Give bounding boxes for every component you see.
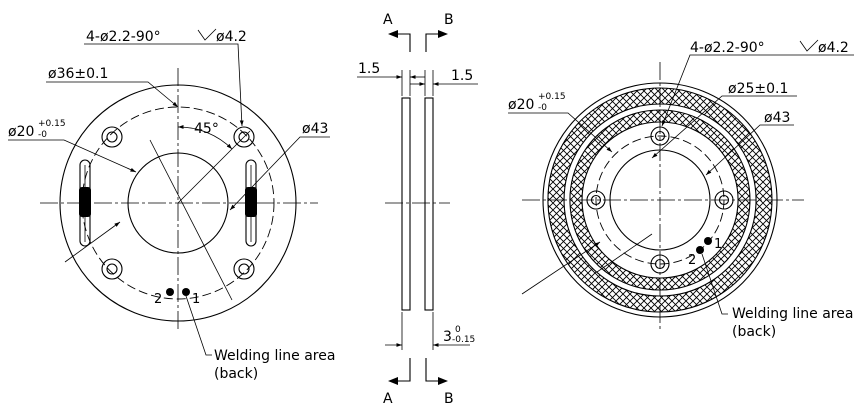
right-weld-point-2 xyxy=(696,246,704,254)
left-d20-upper-tol: +0.15 xyxy=(38,119,66,129)
left-d20-leader xyxy=(8,139,137,173)
right-holes-leader xyxy=(661,54,854,127)
section-arrow-b-top xyxy=(425,33,443,52)
left-slot-right xyxy=(245,159,257,247)
left-point-1-label: 1 xyxy=(192,292,200,307)
right-holes-csk-label: ø4.2 xyxy=(818,40,849,56)
left-hole-bottom-right xyxy=(233,258,255,280)
section-label-b-top: B xyxy=(444,12,454,28)
right-weld-point-1 xyxy=(704,237,712,245)
left-weld-point-2 xyxy=(166,288,174,296)
right-holes-label: 4-ø2.2-90° xyxy=(690,40,765,56)
left-d20-label: ø20 xyxy=(8,124,34,140)
dim-3-upper-tol: 0 xyxy=(455,325,461,335)
left-diagonal-line xyxy=(149,139,233,301)
left-slot-left xyxy=(79,159,91,247)
right-d25-leader xyxy=(651,95,797,159)
left-hole-bottom-left xyxy=(101,258,123,280)
right-weld-leader xyxy=(701,253,728,315)
left-d43-leader-lower xyxy=(64,221,121,263)
left-d43-leader xyxy=(229,136,330,211)
right-d20-leader xyxy=(508,112,613,153)
right-d43-leader xyxy=(705,124,794,176)
right-d43-label: ø43 xyxy=(764,110,790,126)
right-point-2-label: 2 xyxy=(688,253,696,268)
left-holes-label: 4-ø2.2-90° xyxy=(86,29,161,45)
left-hole-top-left xyxy=(101,126,123,148)
left-inner-circle xyxy=(127,152,229,254)
right-hole-left xyxy=(586,190,606,210)
dim-1-5-right: 1.5 xyxy=(451,68,473,84)
right-d20-upper-tol: +0.15 xyxy=(538,92,566,102)
section-plate-right xyxy=(424,97,434,311)
right-d20-label: ø20 xyxy=(508,97,534,113)
left-d36-leader xyxy=(46,81,179,108)
section-label-b-bottom: B xyxy=(444,391,454,407)
left-angle-label: 45° xyxy=(194,121,219,137)
right-d20-lower-tol: -0 xyxy=(538,103,547,113)
left-holes-csk-label: ø4.2 xyxy=(216,29,247,45)
right-bolt-circle xyxy=(595,135,725,265)
right-hole-right xyxy=(714,190,734,210)
right-weld-label-line2: (back) xyxy=(732,324,776,340)
left-outer-circle xyxy=(59,84,297,322)
left-d36-label: ø36±0.1 xyxy=(48,66,108,82)
right-weld-label-line1: Welding line area xyxy=(732,306,853,322)
left-weld-label-line1: Welding line area xyxy=(214,348,335,364)
countersink-symbol xyxy=(197,28,217,41)
left-angle-arc xyxy=(177,125,233,150)
section-label-a-top: A xyxy=(383,12,393,28)
section-view: A B A B 1.5 1.5 3 0 -0.15 xyxy=(357,12,478,407)
left-d43-label: ø43 xyxy=(302,121,328,137)
left-view: 4-ø2.2-90° ø4.2 ø36±0.1 ø20 +0.15 -0 45°… xyxy=(8,28,335,382)
right-hole-top xyxy=(650,126,670,146)
right-outer-circle xyxy=(542,82,778,318)
section-arrow-b-bottom xyxy=(425,358,443,382)
right-countersink-symbol xyxy=(799,39,819,52)
right-hole-bottom xyxy=(650,254,670,274)
right-point-1-label: 1 xyxy=(714,237,722,252)
section-label-a-bottom: A xyxy=(383,391,393,407)
dim-3-lower-tol: -0.15 xyxy=(452,335,475,345)
section-arrow-a-top xyxy=(393,33,411,52)
left-weld-point-1 xyxy=(182,288,190,296)
right-view: 4-ø2.2-90° ø4.2 ø20 +0.15 -0 ø25±0.1 ø43… xyxy=(508,39,854,340)
dim-3-label: 3 xyxy=(443,329,452,345)
left-point-2-label: 2 xyxy=(154,292,162,307)
left-angle-ray xyxy=(177,130,251,204)
section-arrow-a-bottom xyxy=(393,358,411,382)
left-weld-leader xyxy=(185,295,212,356)
left-d20-lower-tol: -0 xyxy=(38,130,47,140)
right-inner-hatched-ring xyxy=(569,109,751,291)
section-plate-left xyxy=(401,97,411,311)
left-hole-top-right xyxy=(233,126,255,148)
dim-1-5-left: 1.5 xyxy=(358,61,380,77)
right-center-hole xyxy=(609,149,711,251)
right-outer-hatched-ring xyxy=(547,87,773,313)
right-d25-label: ø25±0.1 xyxy=(728,81,788,97)
left-weld-label-line2: (back) xyxy=(214,366,258,382)
left-holes-leader xyxy=(84,43,244,127)
